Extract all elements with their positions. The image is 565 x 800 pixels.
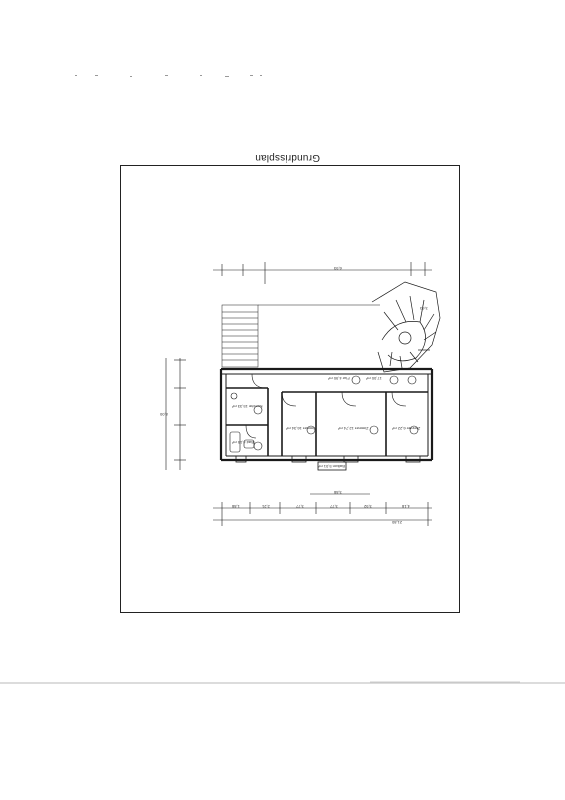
room-label-7: 17,00 m² (366, 376, 382, 381)
dim-bottom-seg-5: 3,92 (364, 504, 372, 509)
room-markers (253, 375, 419, 451)
room-label-zimmer-2: Zimmer 12,74 m² (338, 426, 369, 431)
scan-edge-line (0, 681, 565, 684)
dim-bottom-seg-2: 2,21 (262, 504, 270, 509)
room-label-balkon: Balkon 5,01 m² (318, 464, 345, 469)
dim-stair: 3,63 (420, 306, 428, 311)
room-label-zimmer-3: Zimmer 6,22 m² (392, 426, 421, 431)
dim-bottom-seg-3: 3,77 (296, 504, 304, 509)
room-label-flur: Flur 4,90 m² (328, 376, 350, 381)
dim-lower-segment: 3,88 (334, 490, 342, 495)
balcony-hatch (221, 304, 380, 368)
exterior-walls (219, 367, 434, 462)
interior-walls (226, 387, 428, 456)
room-label-bad: Bad 4,15 m² (232, 440, 254, 445)
left-dimension-line (165, 358, 186, 470)
top-dimension-line (213, 262, 432, 284)
scan-noise-top (75, 75, 262, 77)
dim-left-overall: 8,00 (160, 412, 168, 417)
dim-top-overall: 6,93 (334, 266, 342, 271)
doors (245, 373, 407, 439)
drawing-frame (120, 165, 460, 613)
bathroom-fixtures (229, 392, 255, 453)
windows (235, 455, 421, 471)
bottom-dimension-lines (213, 493, 432, 526)
dim-bottom-seg-4: 3,77 (330, 504, 338, 509)
spiral-staircase (371, 281, 441, 373)
room-label-zimmer-1: Zimmer 16,34 m² (286, 426, 317, 431)
dim-bottom-overall: 21,80 (392, 520, 403, 525)
dim-bottom-seg-1: 1,88 (232, 504, 240, 509)
room-label-kueche: Kueche 15,33 m² (232, 404, 263, 409)
dim-bottom-seg-6: 4,18 (402, 504, 410, 509)
